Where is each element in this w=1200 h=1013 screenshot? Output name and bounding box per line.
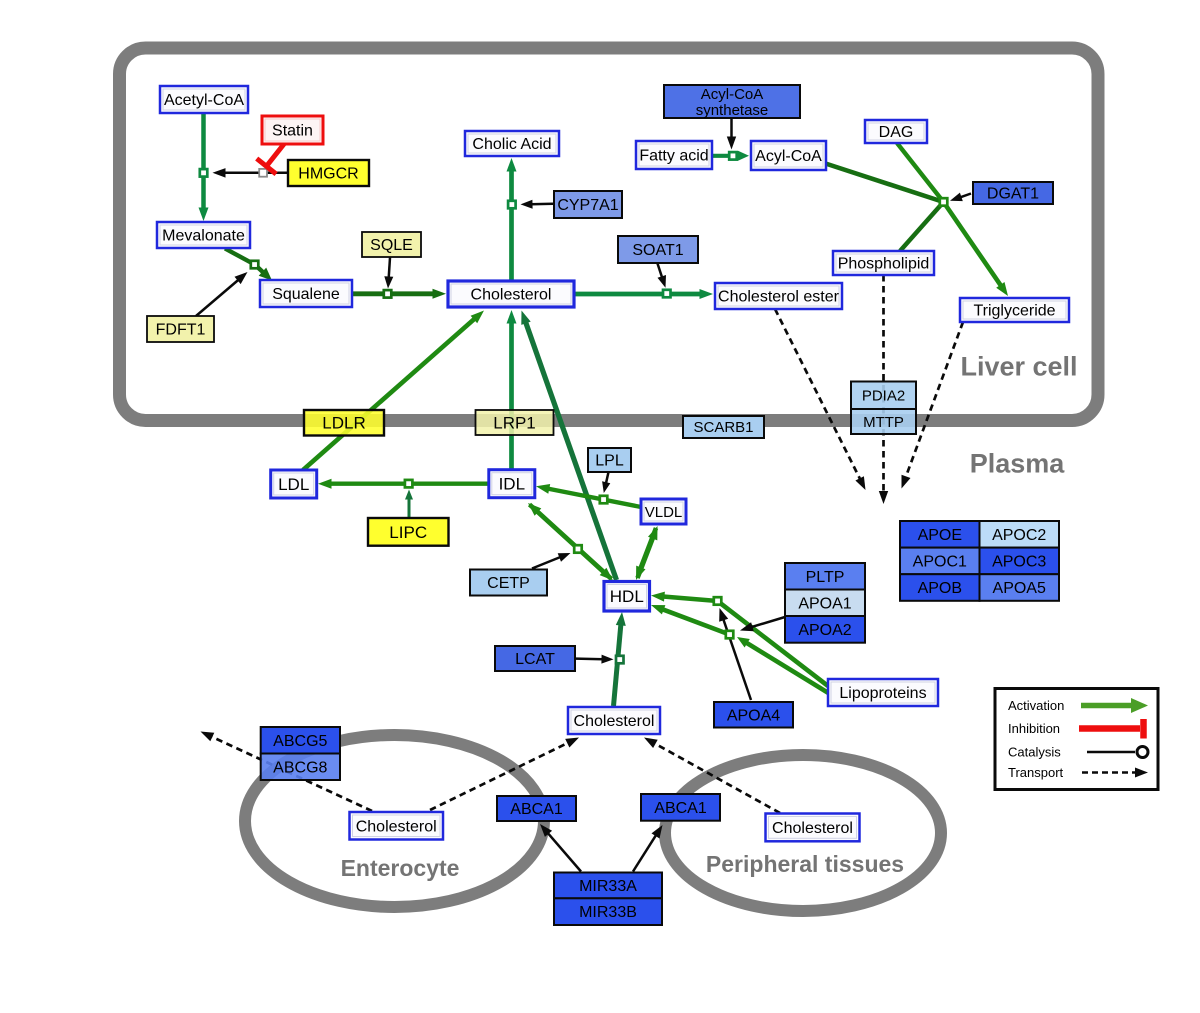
svg-text:MTTP: MTTP [863,414,904,431]
svg-text:Statin: Statin [272,123,313,140]
svg-text:Cholic Acid: Cholic Acid [472,136,551,153]
svg-text:Cholesterol ester: Cholesterol ester [718,289,840,306]
svg-text:DGAT1: DGAT1 [987,186,1039,203]
svg-text:LDLR: LDLR [322,414,365,433]
svg-text:Liver cell: Liver cell [960,351,1077,381]
svg-text:LIPC: LIPC [389,523,427,542]
svg-text:HDL: HDL [610,587,644,606]
svg-text:CETP: CETP [487,575,530,592]
svg-text:PLTP: PLTP [806,569,845,586]
svg-text:APOA5: APOA5 [993,580,1046,597]
svg-text:LPL: LPL [595,453,624,470]
svg-text:Cholesterol: Cholesterol [471,287,552,304]
svg-text:Activation: Activation [1008,698,1064,713]
svg-text:ABCA1: ABCA1 [654,800,707,817]
svg-text:Catalysis: Catalysis [1008,745,1061,760]
svg-text:SCARB1: SCARB1 [693,419,753,436]
svg-text:APOC1: APOC1 [913,554,967,571]
svg-text:Plasma: Plasma [970,448,1066,478]
svg-text:SOAT1: SOAT1 [632,242,683,259]
svg-text:Acyl-CoA: Acyl-CoA [755,148,822,165]
svg-text:ABCG5: ABCG5 [273,733,327,750]
svg-text:ABCG8: ABCG8 [273,759,327,776]
svg-text:Triglyceride: Triglyceride [973,303,1055,320]
svg-text:Enterocyte: Enterocyte [341,855,460,881]
svg-text:APOE: APOE [918,527,962,544]
svg-text:VLDL: VLDL [645,504,683,521]
svg-text:PDIA2: PDIA2 [862,388,905,405]
svg-text:APOB: APOB [918,580,962,597]
svg-text:IDL: IDL [499,475,525,494]
svg-text:DAG: DAG [879,124,914,141]
svg-text:APOC3: APOC3 [992,554,1046,571]
svg-text:MIR33A: MIR33A [579,878,637,895]
svg-text:Cholesterol: Cholesterol [356,818,437,835]
svg-text:APOA4: APOA4 [727,707,780,724]
svg-text:Inhibition: Inhibition [1008,721,1060,736]
svg-text:CYP7A1: CYP7A1 [557,197,618,214]
svg-text:HMGCR: HMGCR [298,166,358,183]
svg-text:Cholesterol: Cholesterol [574,713,655,730]
svg-text:Cholesterol: Cholesterol [772,820,853,837]
svg-text:LCAT: LCAT [515,651,555,668]
svg-text:MIR33B: MIR33B [579,904,637,921]
svg-text:SQLE: SQLE [370,237,413,254]
svg-text:Fatty acid: Fatty acid [639,148,708,165]
svg-text:Phospholipid: Phospholipid [838,256,930,273]
svg-text:APOA1: APOA1 [798,595,851,612]
svg-text:synthetase: synthetase [696,102,769,119]
svg-text:Lipoproteins: Lipoproteins [839,685,926,702]
svg-text:Acyl-CoA: Acyl-CoA [701,86,764,103]
svg-text:APOC2: APOC2 [992,527,1046,544]
svg-text:Squalene: Squalene [272,286,340,303]
svg-text:ABCA1: ABCA1 [510,801,563,818]
svg-text:Peripheral tissues: Peripheral tissues [706,851,904,877]
svg-text:Acetyl-CoA: Acetyl-CoA [164,92,244,109]
svg-text:FDFT1: FDFT1 [156,322,206,339]
svg-text:LRP1: LRP1 [493,413,536,432]
svg-text:Transport: Transport [1008,765,1064,780]
svg-text:LDL: LDL [278,475,309,494]
svg-text:Mevalonate: Mevalonate [162,228,245,245]
svg-text:APOA2: APOA2 [798,622,851,639]
